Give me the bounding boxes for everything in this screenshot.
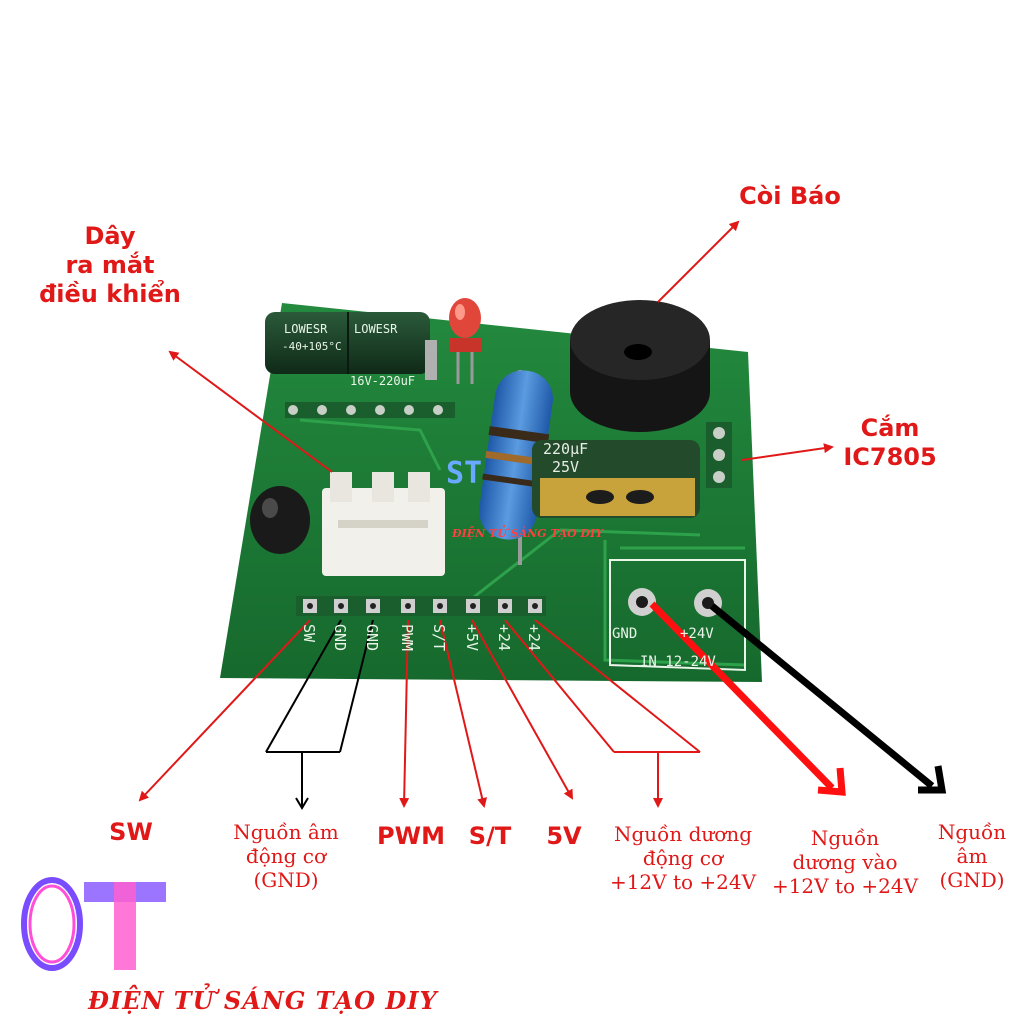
cap-rating-top: 16V-220uF	[350, 374, 416, 388]
electrolytic-capacitor-top	[265, 312, 437, 380]
cap-rating: -40+105°C	[282, 340, 342, 353]
transistor	[250, 486, 310, 554]
label-5v: 5V	[546, 822, 582, 850]
board-logo: ST	[446, 456, 483, 491]
cap2-text: 220µF	[543, 440, 589, 458]
pin-label-gnd-2: GND	[363, 624, 381, 652]
label-st: S/T	[468, 822, 512, 850]
pin-label-sw: SW	[300, 624, 318, 643]
brand-name: ĐIỆN TỬ SÁNG TẠO DIY	[88, 986, 438, 1015]
white-connector	[322, 472, 445, 576]
label-buzzer: Còi Báo	[739, 182, 841, 210]
cap-text-1: LOWESR	[284, 322, 328, 336]
cap2-voltage: 25V	[552, 458, 580, 476]
label-control-wire: Dây ra mắt điều khiển	[39, 222, 181, 308]
bottom-pin-pads	[296, 596, 546, 616]
pin-label-gnd-1: GND	[331, 624, 349, 652]
input-voltage-text: IN 12-24V	[640, 654, 716, 670]
pin-label-24-2: +24	[525, 624, 543, 652]
buzzer	[570, 300, 710, 432]
label-motor-positive: Nguồn dương động cơ +12V to +24V	[609, 822, 757, 894]
pin-label-24-1: +24	[495, 624, 513, 652]
capacitor-220uf	[532, 440, 700, 518]
label-pwm: PWM	[377, 822, 445, 850]
label-input-gnd: Nguồn âm (GND)	[937, 820, 1007, 892]
pin-label-st: S/T	[430, 624, 448, 652]
board-brand: ĐIỆN TỬ SÁNG TẠO DIY	[452, 527, 604, 540]
cap-text-2: LOWESR	[354, 322, 398, 336]
power-label-gnd: GND	[612, 626, 638, 642]
pin-label-pwm: PWM	[398, 624, 416, 652]
red-led	[449, 298, 482, 384]
pin-label-5v: +5V	[463, 624, 481, 652]
label-sw: SW	[109, 818, 153, 846]
label-input-positive: Nguồn dương vào +12V to +24V	[771, 826, 919, 898]
callout-arrows	[138, 220, 834, 808]
st-logo-graphic	[21, 877, 166, 971]
label-ic7805: Cắm IC7805	[843, 414, 937, 471]
top-header-pads	[285, 402, 455, 418]
gnd-motor-bracket	[265, 619, 374, 810]
power-arrows	[649, 601, 947, 796]
ic7805-header	[706, 422, 732, 488]
label-motor-gnd: Nguồn âm động cơ (GND)	[233, 820, 339, 892]
power-label-24v: +24V	[680, 626, 714, 642]
